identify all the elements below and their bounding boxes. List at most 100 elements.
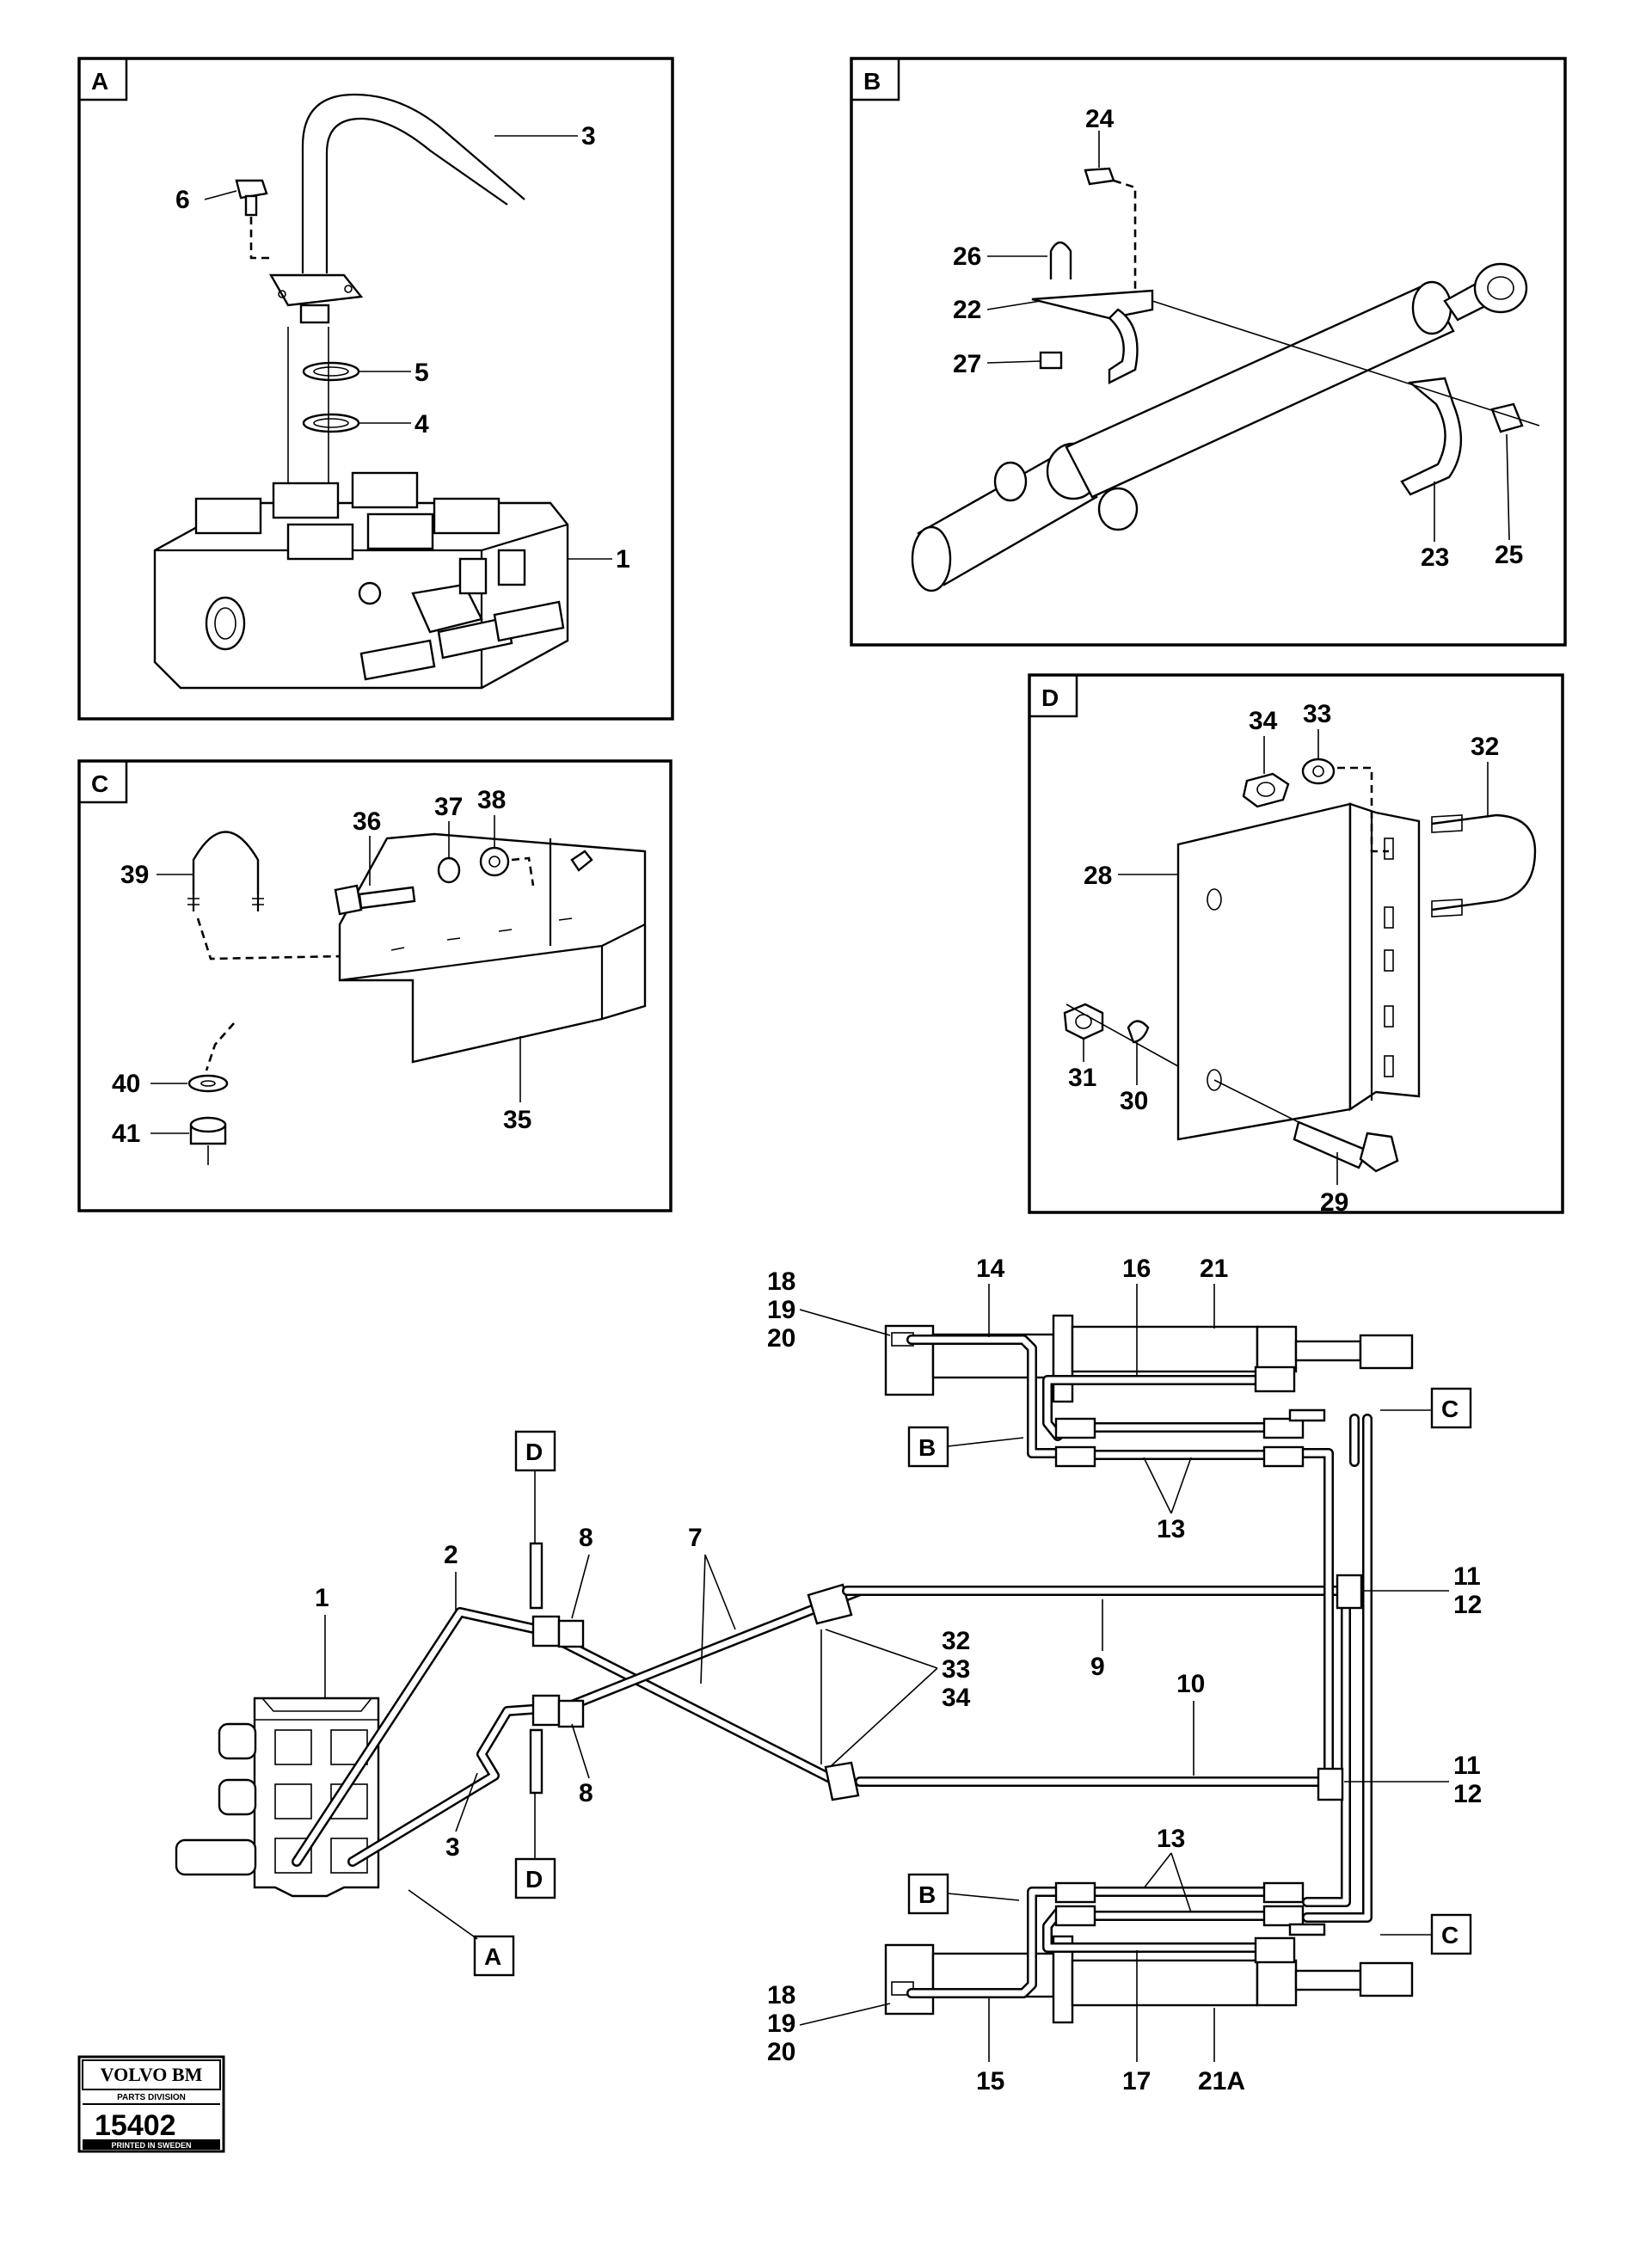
ref-box-a: A xyxy=(408,1889,515,1977)
label-28: 28 xyxy=(1084,862,1112,890)
lock-washer-37 xyxy=(437,856,461,884)
label-9: 9 xyxy=(1090,1653,1105,1681)
label-27: 27 xyxy=(953,350,981,378)
overview-assembly: D D A B B C C xyxy=(175,1255,1482,2096)
label-32: 32 xyxy=(942,1627,970,1655)
label-21: 21 xyxy=(1200,1255,1228,1283)
clamp-23 xyxy=(1400,377,1462,496)
label-7: 7 xyxy=(688,1524,703,1552)
label-3: 3 xyxy=(445,1833,460,1862)
bolt-36 xyxy=(334,884,363,916)
ref-box-d-bottom: D xyxy=(514,1793,556,1899)
label-19-bottom: 19 xyxy=(767,2010,795,2038)
washer-38 xyxy=(479,846,510,877)
panel-d-letter: D xyxy=(1041,684,1059,711)
nut-27 xyxy=(1039,351,1063,370)
label-25: 25 xyxy=(1495,541,1523,569)
label-24: 24 xyxy=(1085,105,1115,133)
ref-box-b-bottom: B xyxy=(907,1873,1020,1915)
svg-text:B: B xyxy=(918,1881,936,1908)
tee-11-12-lower xyxy=(1317,1767,1344,1801)
label-23: 23 xyxy=(1421,543,1449,572)
label-34: 34 xyxy=(1249,707,1278,735)
label-26: 26 xyxy=(953,242,981,271)
upper-cylinder xyxy=(884,1314,1414,1468)
label-14: 14 xyxy=(976,1255,1005,1283)
label-37: 37 xyxy=(434,793,463,821)
hydraulic-cylinder xyxy=(911,262,1528,592)
label-41: 41 xyxy=(112,1120,140,1148)
label-2: 2 xyxy=(444,1541,458,1569)
panel-b-letter: B xyxy=(863,68,881,95)
o-ring-4 xyxy=(302,413,360,433)
label-21a: 21A xyxy=(1198,2067,1245,2096)
svg-text:C: C xyxy=(1441,1396,1459,1422)
u-bolt-32 xyxy=(1431,813,1537,911)
ref-box-c-top: C xyxy=(1380,1387,1472,1429)
label-15: 15 xyxy=(976,2067,1004,2096)
ref-box-d-top: D xyxy=(514,1430,556,1543)
hose-3-inner xyxy=(325,117,508,273)
label-18-bottom: 18 xyxy=(767,1981,795,2010)
label-22: 22 xyxy=(953,296,981,324)
hose-3-outer xyxy=(301,93,525,273)
stamp-number: 15402 xyxy=(95,2109,176,2142)
bracket-28 xyxy=(1176,802,1421,1141)
label-11-bottom: 11 xyxy=(1453,1752,1481,1780)
label-31: 31 xyxy=(1068,1064,1096,1092)
tee-11-12-upper xyxy=(1336,1574,1363,1610)
label-3: 3 xyxy=(581,122,596,150)
washer-40 xyxy=(187,1074,229,1093)
label-5: 5 xyxy=(415,359,429,387)
label-39: 39 xyxy=(120,861,149,889)
stamp-brand: VOLVO BM xyxy=(101,2064,203,2085)
ref-box-c-bottom: C xyxy=(1380,1913,1472,1955)
svg-text:A: A xyxy=(484,1943,501,1970)
label-34: 34 xyxy=(942,1684,971,1712)
u-bolt-26 xyxy=(1049,241,1072,279)
lock-washer-30 xyxy=(1127,1020,1150,1044)
nut-25 xyxy=(1490,402,1524,433)
panel-c-letter: C xyxy=(91,770,108,797)
panel-a-letter: A xyxy=(91,68,108,95)
panel-d: D 34 3 xyxy=(1028,673,1564,1217)
label-8-bottom: 8 xyxy=(579,1779,593,1807)
label-29: 29 xyxy=(1320,1188,1348,1217)
label-38: 38 xyxy=(477,786,506,814)
label-32: 32 xyxy=(1471,733,1499,761)
label-12-bottom: 12 xyxy=(1453,1780,1482,1808)
label-33: 33 xyxy=(942,1655,970,1684)
label-12-top: 12 xyxy=(1453,1591,1482,1619)
label-20-top: 20 xyxy=(767,1324,795,1353)
label-1: 1 xyxy=(315,1584,329,1612)
lower-cylinder xyxy=(884,1881,1414,2024)
panel-b: B 24 26 xyxy=(850,57,1567,647)
label-16: 16 xyxy=(1122,1255,1151,1283)
panel-c: C 39 36 37 xyxy=(77,759,672,1212)
label-17: 17 xyxy=(1122,2067,1151,2096)
svg-text:B: B xyxy=(918,1434,936,1461)
bolt-29 xyxy=(1293,1120,1369,1169)
bracket-35 xyxy=(338,832,647,1064)
o-ring-5 xyxy=(302,361,360,382)
bolt-24 xyxy=(1084,167,1115,186)
bolt-6 xyxy=(235,179,268,199)
stamp-division: PARTS DIVISION xyxy=(117,2093,186,2102)
svg-text:D: D xyxy=(525,1866,543,1893)
nut-31 xyxy=(1063,1003,1104,1040)
bracket-22 xyxy=(1031,289,1154,320)
svg-text:C: C xyxy=(1441,1922,1459,1948)
label-11-top: 11 xyxy=(1453,1562,1481,1591)
volvo-bm-stamp: VOLVO BM PARTS DIVISION 15402 PRINTED IN… xyxy=(77,2055,225,2153)
label-18-top: 18 xyxy=(767,1267,795,1296)
label-6: 6 xyxy=(175,186,190,214)
label-13-top: 13 xyxy=(1157,1515,1185,1543)
label-4: 4 xyxy=(415,410,429,439)
label-13-bottom: 13 xyxy=(1157,1825,1185,1853)
valve-block-1 xyxy=(153,471,569,690)
u-bolt-39 xyxy=(192,831,260,894)
stamp-printed: PRINTED IN SWEDEN xyxy=(111,2141,191,2150)
label-19-top: 19 xyxy=(767,1296,795,1324)
washer-33 xyxy=(1301,758,1336,785)
label-8-top: 8 xyxy=(579,1524,593,1552)
